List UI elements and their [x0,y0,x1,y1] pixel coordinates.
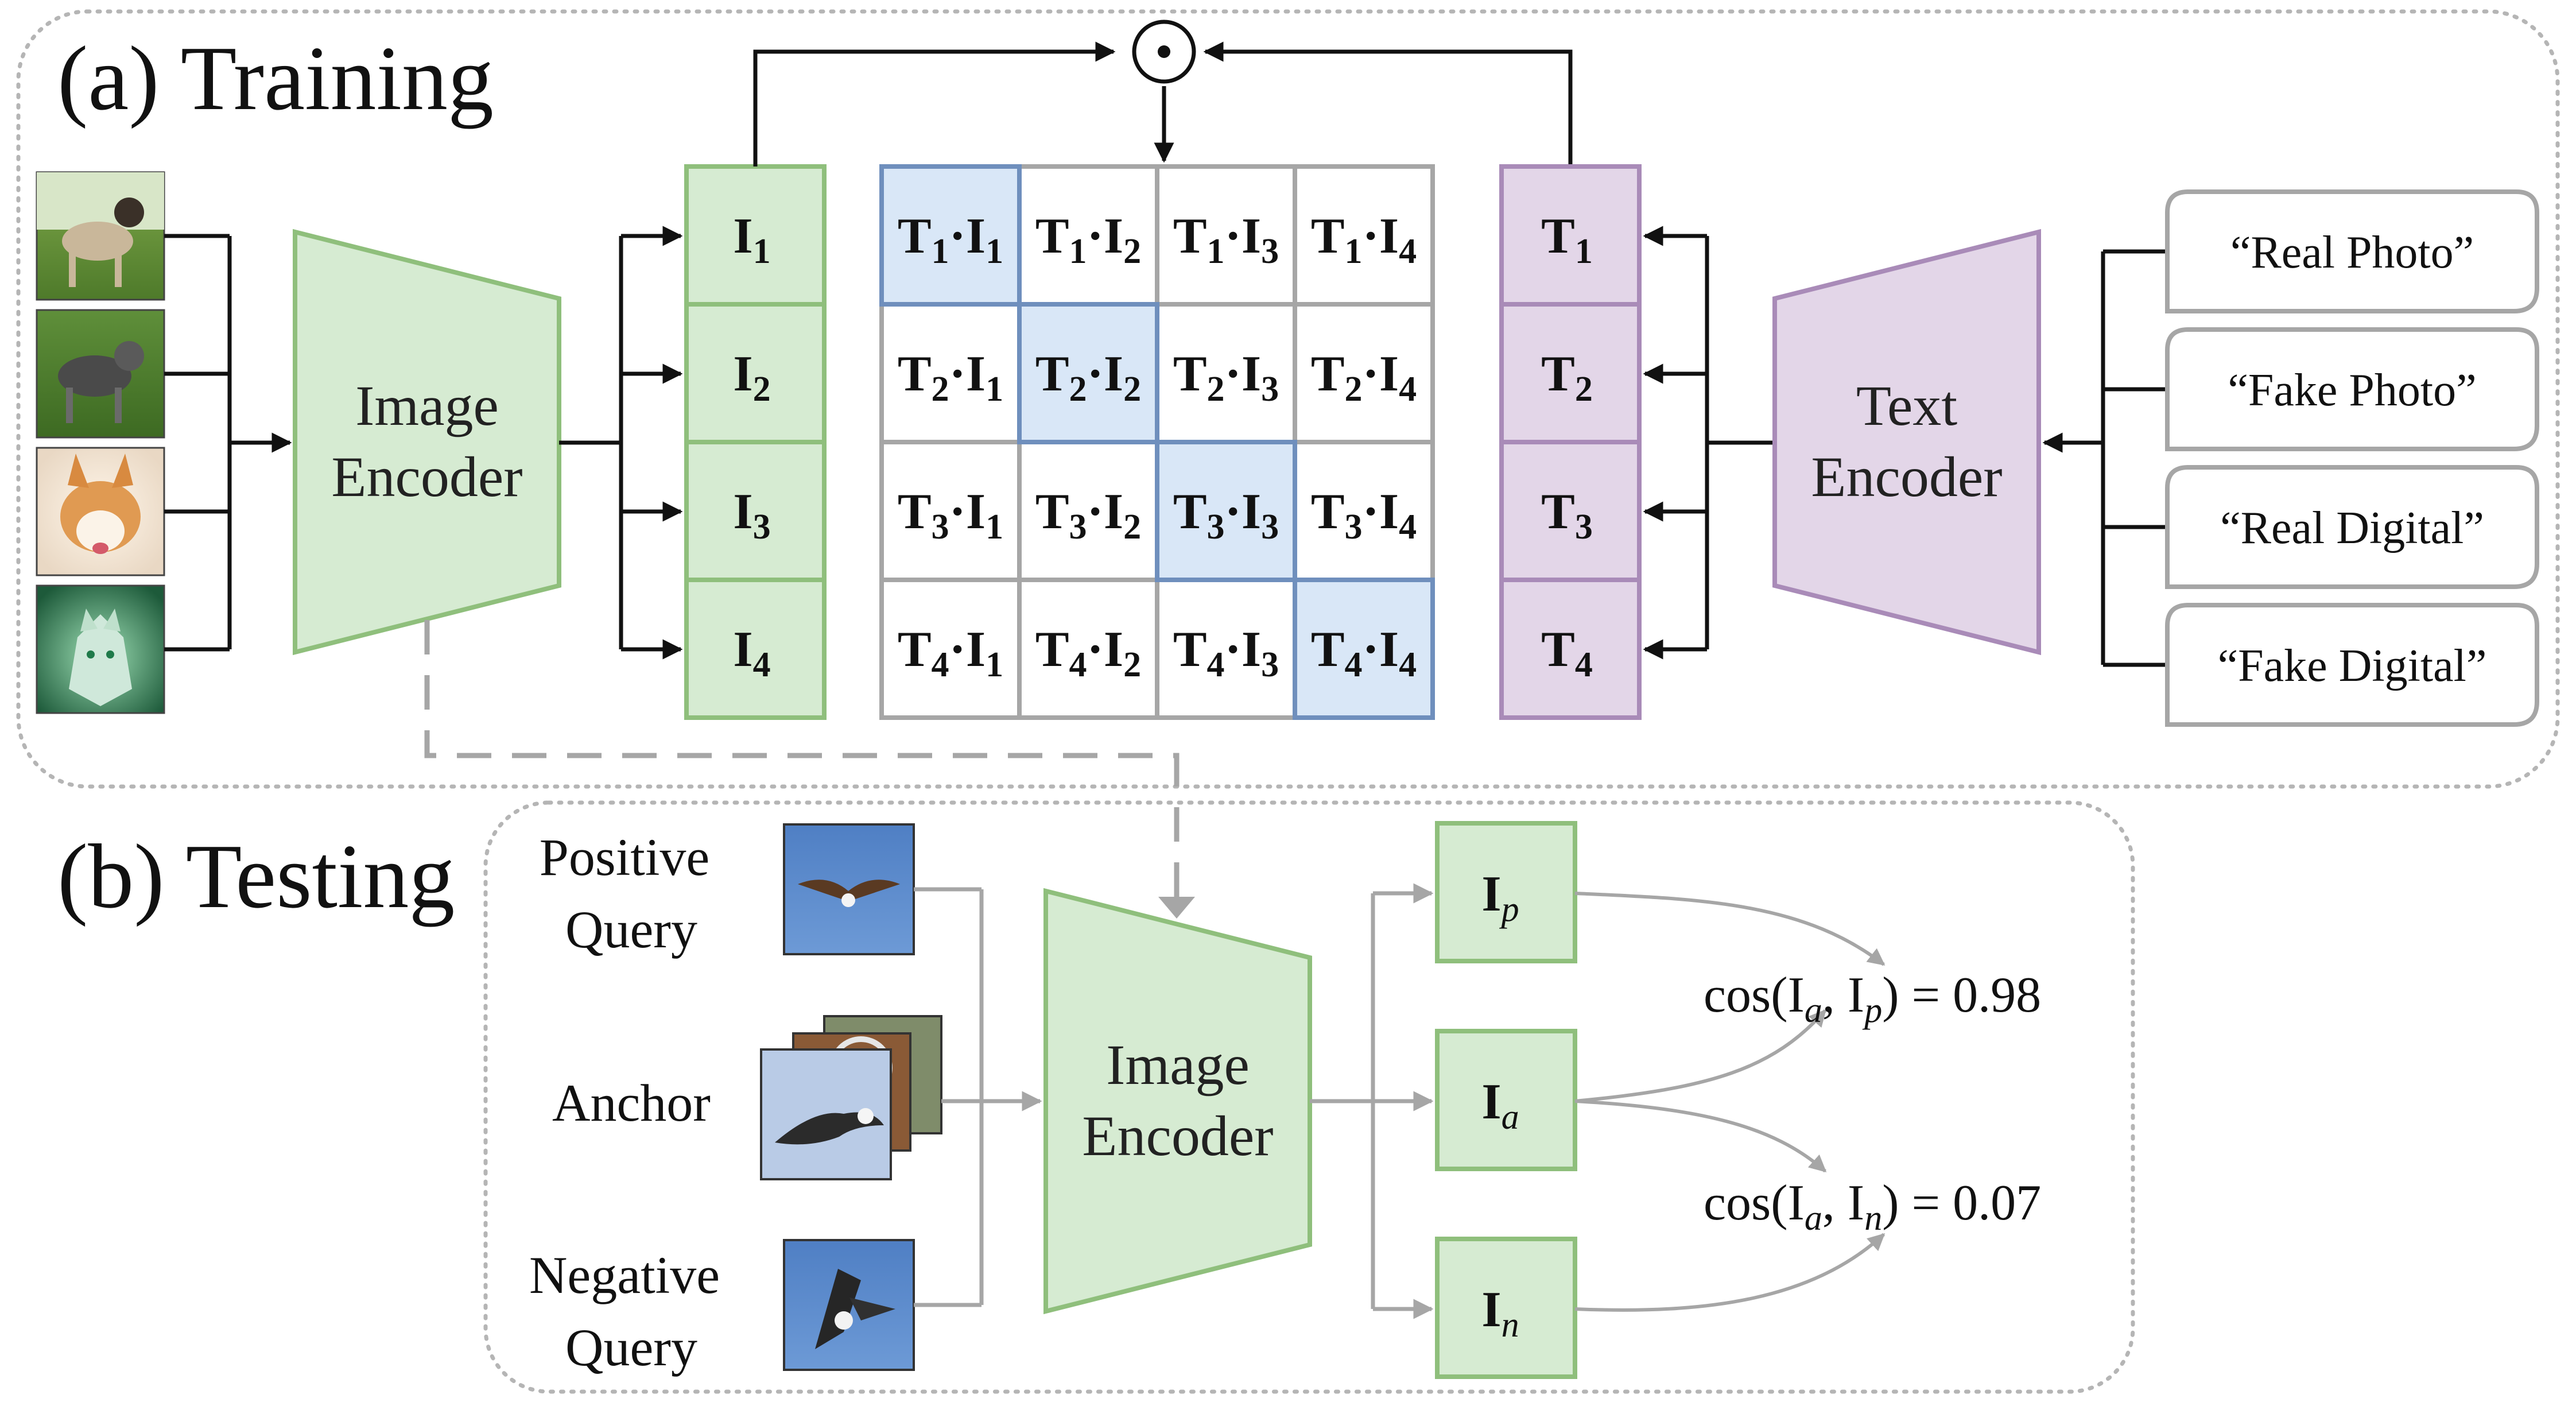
image-embedding-4: I4 [733,622,770,684]
testing-image-encoder-line1: Image [1106,1033,1250,1097]
similarity-cell-bg-1-4 [1293,164,1435,307]
prompt-box-4 [2165,603,2539,727]
similarity-curves [1574,892,1886,1312]
training-image-encoder [293,228,561,656]
similarity-cell-t4-i1: T4·I1 [898,622,1003,684]
similarity-cell-bg-3-4 [1293,440,1435,582]
text-embedding-2: T2 [1541,346,1593,409]
prompt-box-1 [2165,189,2539,313]
dot-product-operator-dot [1158,45,1170,58]
prompt-real-digital: “Real Digital” [2220,503,2484,553]
positive-query-label-line1: Positive [540,828,709,886]
shared-encoder-dashed-link [424,620,1180,906]
positive-query-image [783,823,915,955]
testing-input-bracket [914,887,1042,1307]
similarity-cell-bg-3-3 [1155,440,1297,582]
text-embedding-1: T1 [1541,208,1593,271]
similarity-cell-t2-i3: T2·I3 [1173,346,1279,409]
anchor-label: Anchor [552,1074,711,1132]
anchor-embedding: Ia [1481,1074,1519,1137]
negative-embedding: In [1481,1282,1519,1345]
training-text-output-bracket [1643,226,1775,660]
cosine-similarity-negative: cos(Ia, In) = 0.07 [1704,1175,2041,1238]
positive-embedding: Ip [1481,866,1519,929]
positive-query-label-line2: Query [565,900,697,959]
matching-pair-highlight-3 [1155,440,1297,582]
similarity-cell-t2-i1: T2·I1 [898,346,1003,409]
similarity-cell-t3-i1: T3·I1 [898,484,1003,547]
cosine-similarity-positive: cos(Ia, Ip) = 0.98 [1704,967,2041,1030]
matching-pair-highlight-4 [1293,578,1435,720]
similarity-cell-bg-1-3 [1155,164,1297,307]
training-text-encoder [1772,228,2041,656]
image-embedding-1: I1 [733,208,770,271]
prompt-box-3 [2165,465,2539,589]
similarity-cell-t1-i1: T1·I1 [898,208,1003,271]
training-text-input-bracket [2042,249,2167,667]
similarity-cell-t3-i4: T3·I4 [1311,484,1417,547]
negative-query-image [783,1239,915,1371]
similarity-cell-t1-i2: T1·I2 [1035,208,1141,271]
similarity-cell-t4-i3: T4·I3 [1173,622,1279,684]
negative-query-label-line2: Query [565,1318,697,1377]
image-embedding-3: I3 [733,484,770,547]
similarity-cell-t1-i3: T1·I3 [1173,208,1279,271]
prompt-fake-digital: “Fake Digital” [2218,641,2487,691]
training-text-encoder-line2: Encoder [1811,445,2002,509]
similarity-cell-bg-4-2 [1017,578,1159,720]
testing-embeddings: Ip Ia In [1435,821,1577,1379]
text-embedding-3: T3 [1541,484,1593,547]
prompt-box-2 [2165,327,2539,451]
text-embedding-column: T1 T2 T3 T4 [1499,164,1642,720]
shared-encoder-arrowhead [1158,897,1195,919]
prompt-real-photo: “Real Photo” [2230,227,2474,278]
matching-pair-highlight-1 [879,164,1022,307]
matching-pair-highlight-2 [1017,302,1159,444]
image-thumbnail-corgi [36,447,165,576]
image-embedding-column: I1 I2 I3 I4 [684,164,827,720]
image-thumbnail-wolf [36,584,165,714]
training-image-encoder-line2: Encoder [331,445,522,509]
prompt-fake-photo: “Fake Photo” [2228,365,2476,416]
training-image-encoder-line1: Image [355,374,499,437]
text-prompts: “Real Photo” “Fake Photo” “Real Digital”… [2165,189,2539,727]
positive-embedding-box [1435,821,1577,963]
training-text-encoder-line1: Text [1856,374,1957,437]
similarity-cell-bg-2-4 [1293,302,1435,444]
testing-image-encoder [1043,888,1312,1315]
similarity-cell-t1-i4: T1·I4 [1311,208,1417,271]
similarity-cell-t3-i2: T3·I2 [1035,484,1141,547]
testing-image-encoder-line2: Encoder [1082,1104,1273,1168]
testing-panel-border [483,800,2135,1394]
negative-query-label-line1: Negative [529,1246,720,1304]
image-thumbnail-schnauzer [36,309,165,439]
training-image-input-bracket [164,234,292,652]
text-embedding-4: T4 [1541,622,1593,684]
similarity-operator-arrows [753,41,1573,166]
negative-embedding-box [1435,1237,1577,1379]
similarity-cell-t2-i2: T2·I2 [1035,346,1141,409]
testing-output-bracket [1310,883,1434,1319]
image-embedding-2: I2 [733,346,770,409]
similarity-cell-t3-i3: T3·I3 [1173,484,1279,547]
similarity-cell-bg-1-2 [1017,164,1159,307]
similarity-cell-t4-i2: T4·I2 [1035,622,1141,684]
similarity-cell-t2-i4: T2·I4 [1311,346,1417,409]
anchor-image-stack [760,1015,942,1180]
image-thumbnail-dog [36,171,165,301]
similarity-cell-bg-3-1 [879,440,1022,582]
training-title: (a) Training [57,27,494,129]
training-input-images [36,171,165,714]
training-image-output-bracket [559,226,683,660]
training-panel-border [16,9,2560,789]
similarity-cell-t4-i4: T4·I4 [1311,622,1417,684]
testing-title: (b) Testing [57,825,455,927]
